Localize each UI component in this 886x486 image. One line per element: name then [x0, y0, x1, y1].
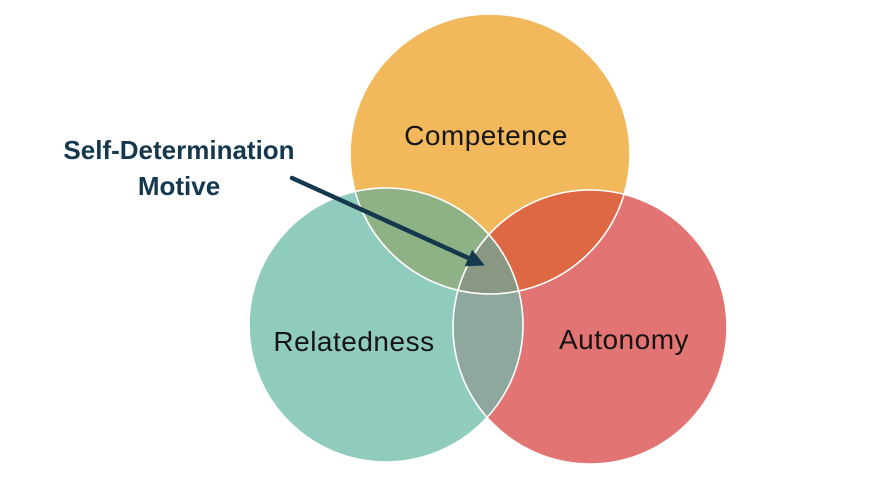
annotation-title: Self-Determination Motive — [63, 132, 294, 204]
self-determination-arrow — [289, 175, 485, 267]
relatedness-label: Relatedness — [273, 326, 435, 357]
annotation-line2: Motive — [137, 171, 221, 201]
competence-autonomy-overlap — [453, 190, 630, 294]
competence-relatedness-overlap — [350, 188, 523, 294]
competence-circle-outline — [349, 13, 631, 295]
relatedness-circle-outline — [248, 187, 524, 463]
autonomy-label: Autonomy — [558, 324, 690, 355]
annotation-line1: Self-Determination — [63, 135, 295, 165]
competence-label: Competence — [404, 120, 568, 151]
autonomy-circle-outline — [452, 189, 728, 465]
